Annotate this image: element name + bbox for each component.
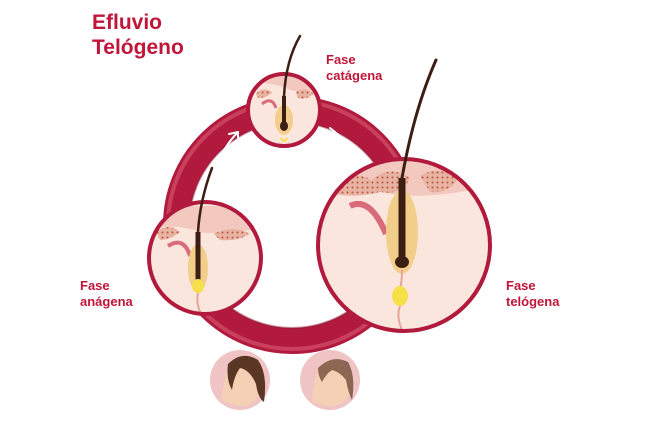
head-portrait-1 bbox=[210, 350, 270, 410]
label-telogen-phase: Fase telógena bbox=[506, 278, 559, 310]
arrow-icon-catagen-to-telogen bbox=[329, 127, 359, 161]
arrow-icon-telogen-to-anagen bbox=[254, 309, 301, 322]
label-telogen-line-1: Fase bbox=[506, 278, 536, 293]
follicle-circle-catagen bbox=[246, 34, 322, 148]
follicle-circle-anagen bbox=[147, 166, 263, 316]
cycle-arrows bbox=[208, 127, 359, 322]
title-line-1: Efluvio bbox=[92, 11, 163, 34]
label-anagen-phase: Fase anágena bbox=[80, 278, 133, 310]
label-anagen-line-2: anágena bbox=[80, 294, 133, 309]
arrow-icon-anagen-to-catagen bbox=[208, 131, 239, 206]
label-catagen-line-1: Fase bbox=[326, 52, 356, 67]
head-portrait-2 bbox=[300, 350, 360, 410]
diagram-title: Efluvio Telógeno bbox=[92, 10, 184, 60]
title-line-2: Telógeno bbox=[92, 36, 184, 59]
label-catagen-phase: Fase catágena bbox=[326, 52, 382, 84]
label-catagen-line-2: catágena bbox=[326, 68, 383, 83]
label-telogen-line-2: telógena bbox=[506, 294, 560, 309]
label-anagen-line-1: Fase bbox=[80, 278, 110, 293]
follicle-circle-telogen bbox=[316, 58, 492, 333]
